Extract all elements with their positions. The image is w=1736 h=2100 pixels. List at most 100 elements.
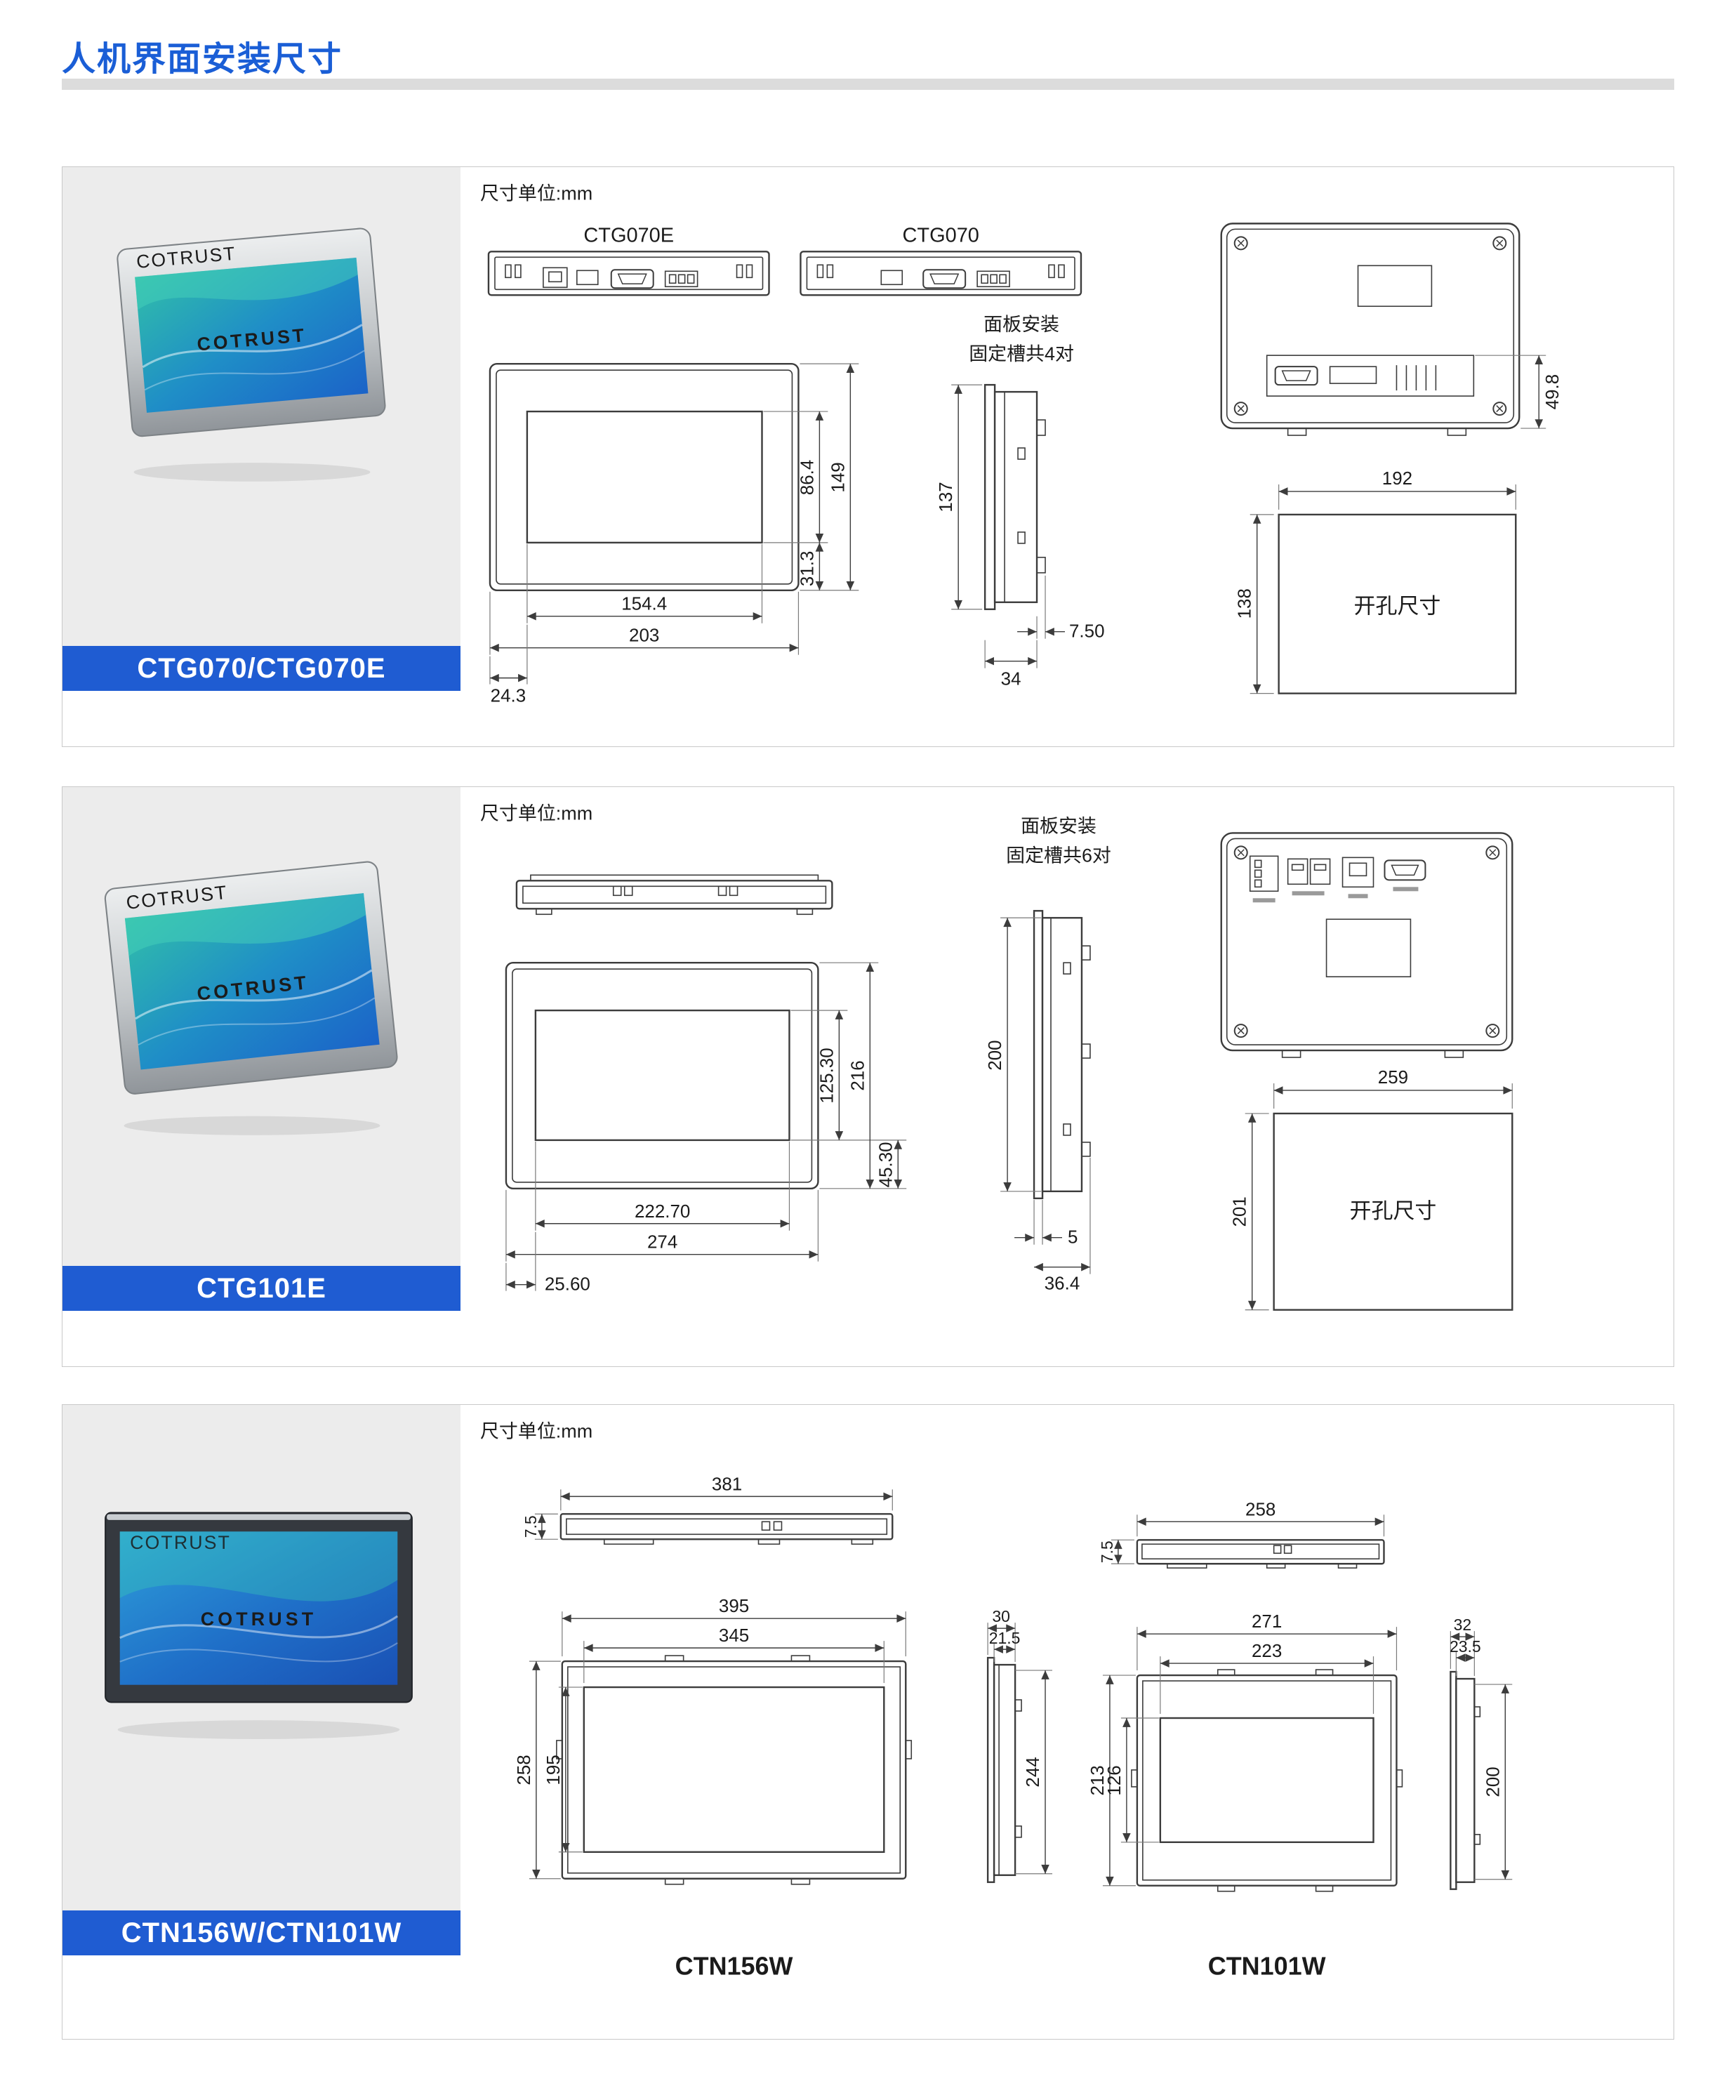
dim-bottom-margin: 31.3 [796,551,817,587]
dim-cutout-width: 192 [1382,468,1412,489]
photo-shadow [117,1720,400,1739]
ctg070-front-dims: 86.4 149 31.3 154.4 203 [489,363,859,706]
ctn156w-label: CTN156W [675,1952,793,1981]
dim-left-margin: 24.3 [491,685,526,706]
ctn156w-side-view [986,1656,1022,1883]
photo-brand-small: COTRUST [130,1532,231,1553]
dim-front-width: 274 [647,1231,677,1253]
ctg070-model-bar: CTG070/CTG070E [62,646,460,691]
ctn-product-photo: COTRUST COTRUST [105,1512,413,1739]
title-underline [62,79,1674,90]
dim-mount-height: 244 [1022,1757,1043,1787]
dim-screen-width: 223 [1252,1640,1282,1661]
ctn101w-side-view [1450,1670,1481,1890]
unit-label: 尺寸单位:mm [480,803,592,824]
cutout-label: 开孔尺寸 [1354,594,1441,619]
ctg101e-model-bar: CTG101E [62,1266,460,1311]
ctn156w-front-view [556,1655,913,1885]
dim-depth: 32 [1454,1616,1472,1634]
dim-bezel-depth: 5 [1068,1227,1078,1248]
photo-shadow [133,463,371,482]
dim-screen-height: 126 [1104,1765,1125,1795]
ctn101w-side-dims: 32 23.5 200 [1450,1616,1513,1880]
ctg101e-side-view [1033,910,1091,1199]
ctg070-rear-dims: 49.8 [1475,355,1563,429]
section-ctg101e: COTRUST COTRUST CTG101E [62,786,1674,1367]
ctn-drawing-area: 尺寸单位:mm 381 [460,1405,1674,2039]
dim-front-width: 203 [629,625,659,646]
ctn101w-top-dims: 258 7.5 [1098,1498,1385,1564]
ctn-model-label: CTN156W/CTN101W [121,1917,402,1948]
ctn-model-bar: CTN156W/CTN101W [62,1910,460,1955]
top-view-label-ctg070: CTG070 [902,224,979,246]
unit-label: 尺寸单位:mm [480,183,592,204]
ctn156w-top-dims: 381 7.5 [522,1473,893,1540]
ctg101e-drawing-area: 尺寸单位:mm [460,787,1674,1366]
ctg070-drawing-sheet: 尺寸单位:mm CTG070E [480,183,1563,706]
ctg101e-side-dims: 200 5 36.4 [984,917,1091,1294]
ctn101w-top-view [1136,1539,1385,1569]
ctg070-top-view [800,251,1082,296]
dim-screen-height: 195 [543,1755,564,1785]
dim-total-depth: 34 [1001,668,1021,689]
ctg101e-model-label: CTG101E [197,1272,326,1304]
dim-left-margin: 25.60 [545,1274,590,1295]
panel-mount-line1: 面板安装 [1021,815,1096,836]
ctg070-drawing-area: 尺寸单位:mm CTG070E [460,167,1674,746]
ctg070-cutout: 192 138 开孔尺寸 [1234,468,1517,694]
section-ctn: COTRUST COTRUST CTN156W/CTN101W 尺寸单位:mm [62,1404,1674,2040]
dim-body-depth: 21.5 [989,1629,1021,1647]
ctg101e-top-view [515,874,833,916]
dim-screen-height: 125.30 [816,1048,837,1103]
ctg101e-drawing-sheet: 尺寸单位:mm [480,803,1513,1311]
ctn101w-front-view [1131,1669,1403,1892]
page-title: 人机界面安装尺寸 [62,41,343,78]
dim-rear-depth: 49.8 [1542,374,1563,410]
dim-mount-height: 200 [984,1040,1005,1070]
ctn101w-label: CTN101W [1208,1952,1326,1981]
dim-body-depth: 23.5 [1450,1637,1481,1656]
ctn156w-front-dims: 395 345 258 195 [513,1595,906,1880]
dim-front-height: 258 [513,1755,534,1785]
ctn-drawing-sheet: 尺寸单位:mm 381 [480,1420,1513,1981]
ctg070-rear-view [1220,223,1520,436]
ctg070-front-view [489,362,800,591]
dim-front-height: 213 [1087,1765,1108,1795]
dim-top-width: 258 [1245,1498,1276,1519]
dim-front-height: 149 [827,462,848,492]
unit-label: 尺寸单位:mm [480,1420,592,1441]
cutout-label: 开孔尺寸 [1350,1198,1437,1223]
dim-cutout-height: 201 [1229,1196,1250,1227]
dim-mount-height: 137 [935,482,956,512]
dim-screen-width: 345 [719,1625,749,1646]
dim-front-height: 216 [847,1060,868,1090]
dim-depth: 30 [992,1607,1010,1625]
dim-total-depth: 36.4 [1045,1273,1080,1294]
dim-screen-width: 222.70 [635,1201,690,1222]
ctg101e-front-view [505,961,819,1190]
ctg070-model-label: CTG070/CTG070E [137,652,386,684]
photo-shadow [124,1116,380,1135]
dim-top-height: 7.5 [1098,1540,1116,1563]
ctg101e-product-photo: COTRUST COTRUST [104,861,398,1135]
ctg070-photo-area: COTRUST COTRUST [62,167,460,691]
panel-mount-line2: 固定槽共6对 [1006,845,1111,866]
top-view-label-ctg070e: CTG070E [583,224,674,246]
dim-bezel-depth: 7.50 [1069,621,1105,642]
ctg101e-photo-area: COTRUST COTRUST [62,787,460,1311]
ctn101w-front-dims: 271 223 213 126 [1087,1611,1398,1887]
panel-mount-line2: 固定槽共4对 [969,343,1074,364]
panel-mount-line1: 面板安装 [983,314,1059,335]
section-ctg070: COTRUST COTRUST CTG070/CTG070E [62,166,1674,747]
ctg070-side-dims: 137 7.50 34 [935,384,1105,689]
photo-brand-screen: COTRUST [201,1609,317,1630]
dim-top-width: 381 [712,1473,742,1494]
dim-screen-width: 154.4 [621,593,667,614]
dim-cutout-height: 138 [1234,588,1255,619]
ctg101e-front-dims: 125.30 216 45.30 222.70 274 [505,962,907,1295]
ctg101e-cutout: 259 201 开孔尺寸 [1229,1066,1513,1311]
ctn-photo-area: COTRUST COTRUST [62,1405,460,1955]
ctg070-product-photo: COTRUST COTRUST [117,227,386,482]
device-screen [119,1531,398,1685]
